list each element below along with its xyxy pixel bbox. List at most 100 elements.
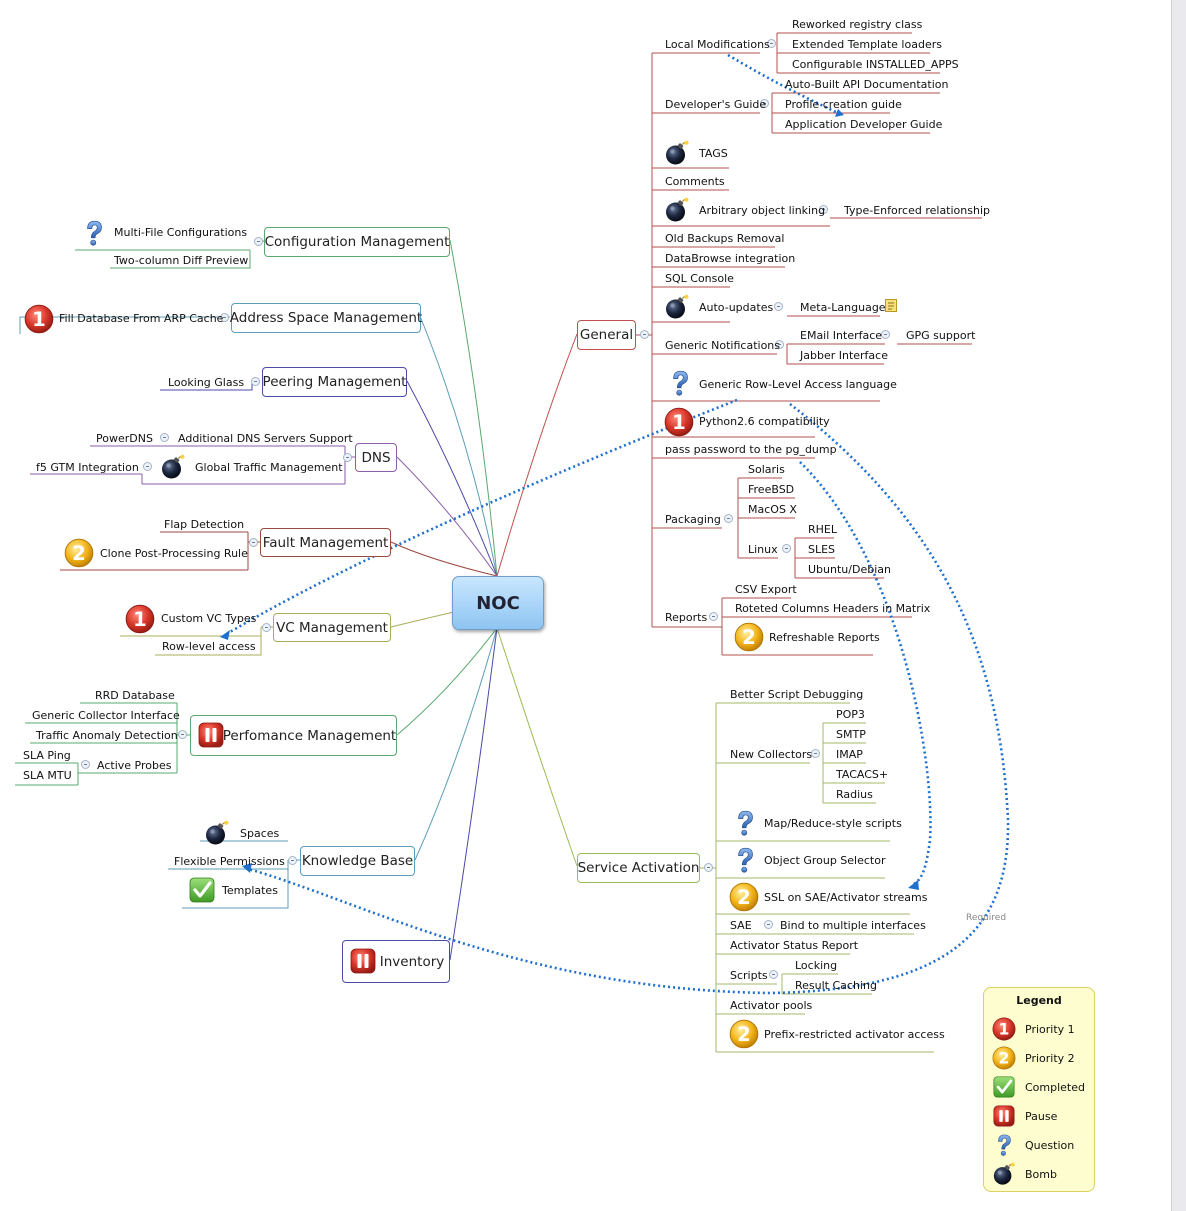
subtopic-f5-gtm-integration[interactable]: f5 GTM Integration: [36, 461, 139, 474]
subtopic-templates[interactable]: Templates: [222, 884, 278, 897]
topic-performance-management[interactable]: Perfomance Management: [190, 715, 397, 756]
collapse-toggle[interactable]: [178, 730, 187, 739]
subtopic-radius[interactable]: Radius: [836, 788, 873, 801]
subtopic-additional-dns-servers-support[interactable]: Additional DNS Servers Support: [178, 432, 353, 445]
subtopic-pop3[interactable]: POP3: [836, 708, 865, 721]
collapse-toggle[interactable]: [160, 433, 169, 442]
collapse-toggle[interactable]: [220, 313, 229, 322]
collapse-toggle[interactable]: [767, 39, 776, 48]
subtopic-object-group-selector[interactable]: Object Group Selector: [764, 854, 886, 867]
subtopic-auto-updates[interactable]: Auto-updates: [699, 301, 774, 314]
subtopic-tacacs[interactable]: TACACS+: [836, 768, 889, 781]
subtopic-prefix-restricted-activator-access[interactable]: Prefix-restricted activator access: [764, 1028, 945, 1041]
subtopic-databrowse-integration[interactable]: DataBrowse integration: [665, 252, 796, 265]
collapse-toggle[interactable]: [254, 237, 263, 246]
subtopic-reworked-registry-class[interactable]: Reworked registry class: [792, 18, 923, 31]
subtopic-spaces[interactable]: Spaces: [240, 827, 280, 840]
collapse-toggle[interactable]: [81, 760, 90, 769]
subtopic-new-collectors[interactable]: New Collectors: [730, 748, 813, 761]
topic-fault-management[interactable]: Fault Management: [260, 528, 391, 557]
subtopic-profile-creation-guide[interactable]: Profile creation guide: [785, 98, 902, 111]
subtopic-comments[interactable]: Comments: [665, 175, 725, 188]
subtopic-tags[interactable]: TAGS: [699, 147, 728, 160]
topic-knowledge-base[interactable]: Knowledge Base: [300, 846, 415, 876]
collapse-toggle[interactable]: [709, 612, 718, 621]
collapse-toggle[interactable]: [774, 302, 783, 311]
subtopic-rrd-database[interactable]: RRD Database: [95, 689, 175, 702]
subtopic-better-script-debugging[interactable]: Better Script Debugging: [730, 688, 864, 701]
subtopic-configurable-installed-apps[interactable]: Configurable INSTALLED_APPS: [792, 58, 959, 71]
subtopic-flap-detection[interactable]: Flap Detection: [164, 518, 245, 531]
subtopic-ubuntu-debian[interactable]: Ubuntu/Debian: [808, 563, 891, 576]
topic-service-activation[interactable]: Service Activation: [577, 853, 700, 883]
subtopic-jabber-interface[interactable]: Jabber Interface: [800, 349, 888, 362]
topic-configuration-management[interactable]: Configuration Management: [264, 227, 450, 257]
subtopic-freebsd[interactable]: FreeBSD: [748, 483, 795, 496]
collapse-toggle[interactable]: [764, 920, 773, 929]
subtopic-python26-compatibility[interactable]: Python2.6 compatibility: [699, 415, 830, 428]
collapse-toggle[interactable]: [782, 544, 791, 553]
topic-general[interactable]: General: [577, 320, 636, 350]
collapse-toggle[interactable]: [288, 856, 297, 865]
subtopic-csv-export[interactable]: CSV Export: [735, 583, 797, 596]
subtopic-extended-template-loaders[interactable]: Extended Template loaders: [792, 38, 942, 51]
subtopic-developers-guide[interactable]: Developer's Guide: [665, 98, 767, 111]
subtopic-bind-to-multiple-interfaces[interactable]: Bind to multiple interfaces: [780, 919, 926, 932]
topic-address-space-management[interactable]: Address Space Management: [230, 303, 422, 333]
topic-dns[interactable]: DNS: [355, 443, 397, 472]
collapse-toggle[interactable]: [249, 538, 258, 547]
subtopic-clone-post-processing-rule[interactable]: Clone Post-Processing Rule: [100, 547, 248, 560]
subtopic-powerdns[interactable]: PowerDNS: [96, 432, 153, 445]
subtopic-auto-built-api-documentation[interactable]: Auto-Built API Documentation: [785, 78, 949, 91]
subtopic-active-probes[interactable]: Active Probes: [97, 759, 172, 772]
subtopic-looking-glass[interactable]: Looking Glass: [168, 376, 245, 389]
subtopic-flexible-permissions[interactable]: Flexible Permissions: [174, 855, 285, 868]
subtopic-roteted-columns-headers[interactable]: Roteted Columns Headers in Matrix: [735, 602, 931, 615]
subtopic-sla-ping[interactable]: SLA Ping: [23, 749, 71, 762]
topic-vc-management[interactable]: VC Management: [273, 613, 391, 642]
subtopic-local-modifications[interactable]: Local Modifications: [665, 38, 770, 51]
collapse-toggle[interactable]: [724, 514, 733, 523]
subtopic-global-traffic-management[interactable]: Global Traffic Management: [195, 461, 343, 474]
subtopic-traffic-anomaly-detection[interactable]: Traffic Anomaly Detection: [36, 729, 178, 742]
subtopic-generic-notifications[interactable]: Generic Notifications: [665, 339, 781, 352]
subtopic-reports[interactable]: Reports: [665, 611, 708, 624]
relationship-label[interactable]: Required: [966, 913, 1007, 923]
subtopic-gpg-support[interactable]: GPG support: [906, 329, 976, 342]
collapse-toggle[interactable]: [881, 330, 890, 339]
subtopic-result-caching[interactable]: Result Caching: [795, 979, 877, 992]
collapse-toggle[interactable]: [343, 453, 352, 462]
collapse-toggle[interactable]: [143, 462, 152, 471]
subtopic-scripts[interactable]: Scripts: [730, 969, 768, 982]
central-topic[interactable]: NOC: [452, 576, 544, 630]
subtopic-arbitrary-object-linking[interactable]: Arbitrary object linking: [699, 204, 826, 217]
collapse-toggle[interactable]: [819, 205, 828, 214]
collapse-toggle[interactable]: [704, 863, 713, 872]
subtopic-sae[interactable]: SAE: [730, 919, 752, 932]
subtopic-solaris[interactable]: Solaris: [748, 463, 785, 476]
subtopic-sql-console[interactable]: SQL Console: [665, 272, 734, 285]
subtopic-rhel[interactable]: RHEL: [808, 523, 837, 536]
subtopic-meta-language[interactable]: Meta-Language: [800, 301, 886, 314]
subtopic-email-interface[interactable]: EMail Interface: [800, 329, 883, 342]
topic-peering-management[interactable]: Peering Management: [262, 367, 407, 397]
subtopic-activator-pools[interactable]: Activator pools: [730, 999, 813, 1012]
subtopic-generic-row-level-access-language[interactable]: Generic Row-Level Access language: [699, 378, 897, 391]
subtopic-fill-database-from-arp-cache[interactable]: Fill Database From ARP Cache: [59, 312, 224, 325]
collapse-toggle[interactable]: [811, 749, 820, 758]
subtopic-linux[interactable]: Linux: [748, 543, 778, 556]
subtopic-old-backups-removal[interactable]: Old Backups Removal: [665, 232, 785, 245]
subtopic-two-column-diff-preview[interactable]: Two-column Diff Preview: [114, 254, 249, 267]
collapse-toggle[interactable]: [640, 330, 649, 339]
collapse-toggle[interactable]: [251, 377, 260, 386]
subtopic-packaging[interactable]: Packaging: [665, 513, 721, 526]
subtopic-sles[interactable]: SLES: [808, 543, 836, 556]
subtopic-type-enforced-relationship[interactable]: Type-Enforced relationship: [844, 204, 990, 217]
subtopic-row-level-access[interactable]: Row-level access: [162, 640, 256, 653]
subtopic-macos-x[interactable]: MacOS X: [748, 503, 797, 516]
subtopic-application-developer-guide[interactable]: Application Developer Guide: [785, 118, 943, 131]
subtopic-multi-file-configurations[interactable]: Multi-File Configurations: [114, 226, 248, 239]
collapse-toggle[interactable]: [775, 340, 784, 349]
subtopic-pass-password-to-pg-dump[interactable]: pass password to the pg_dump: [665, 443, 837, 456]
subtopic-activator-status-report[interactable]: Activator Status Report: [730, 939, 859, 952]
